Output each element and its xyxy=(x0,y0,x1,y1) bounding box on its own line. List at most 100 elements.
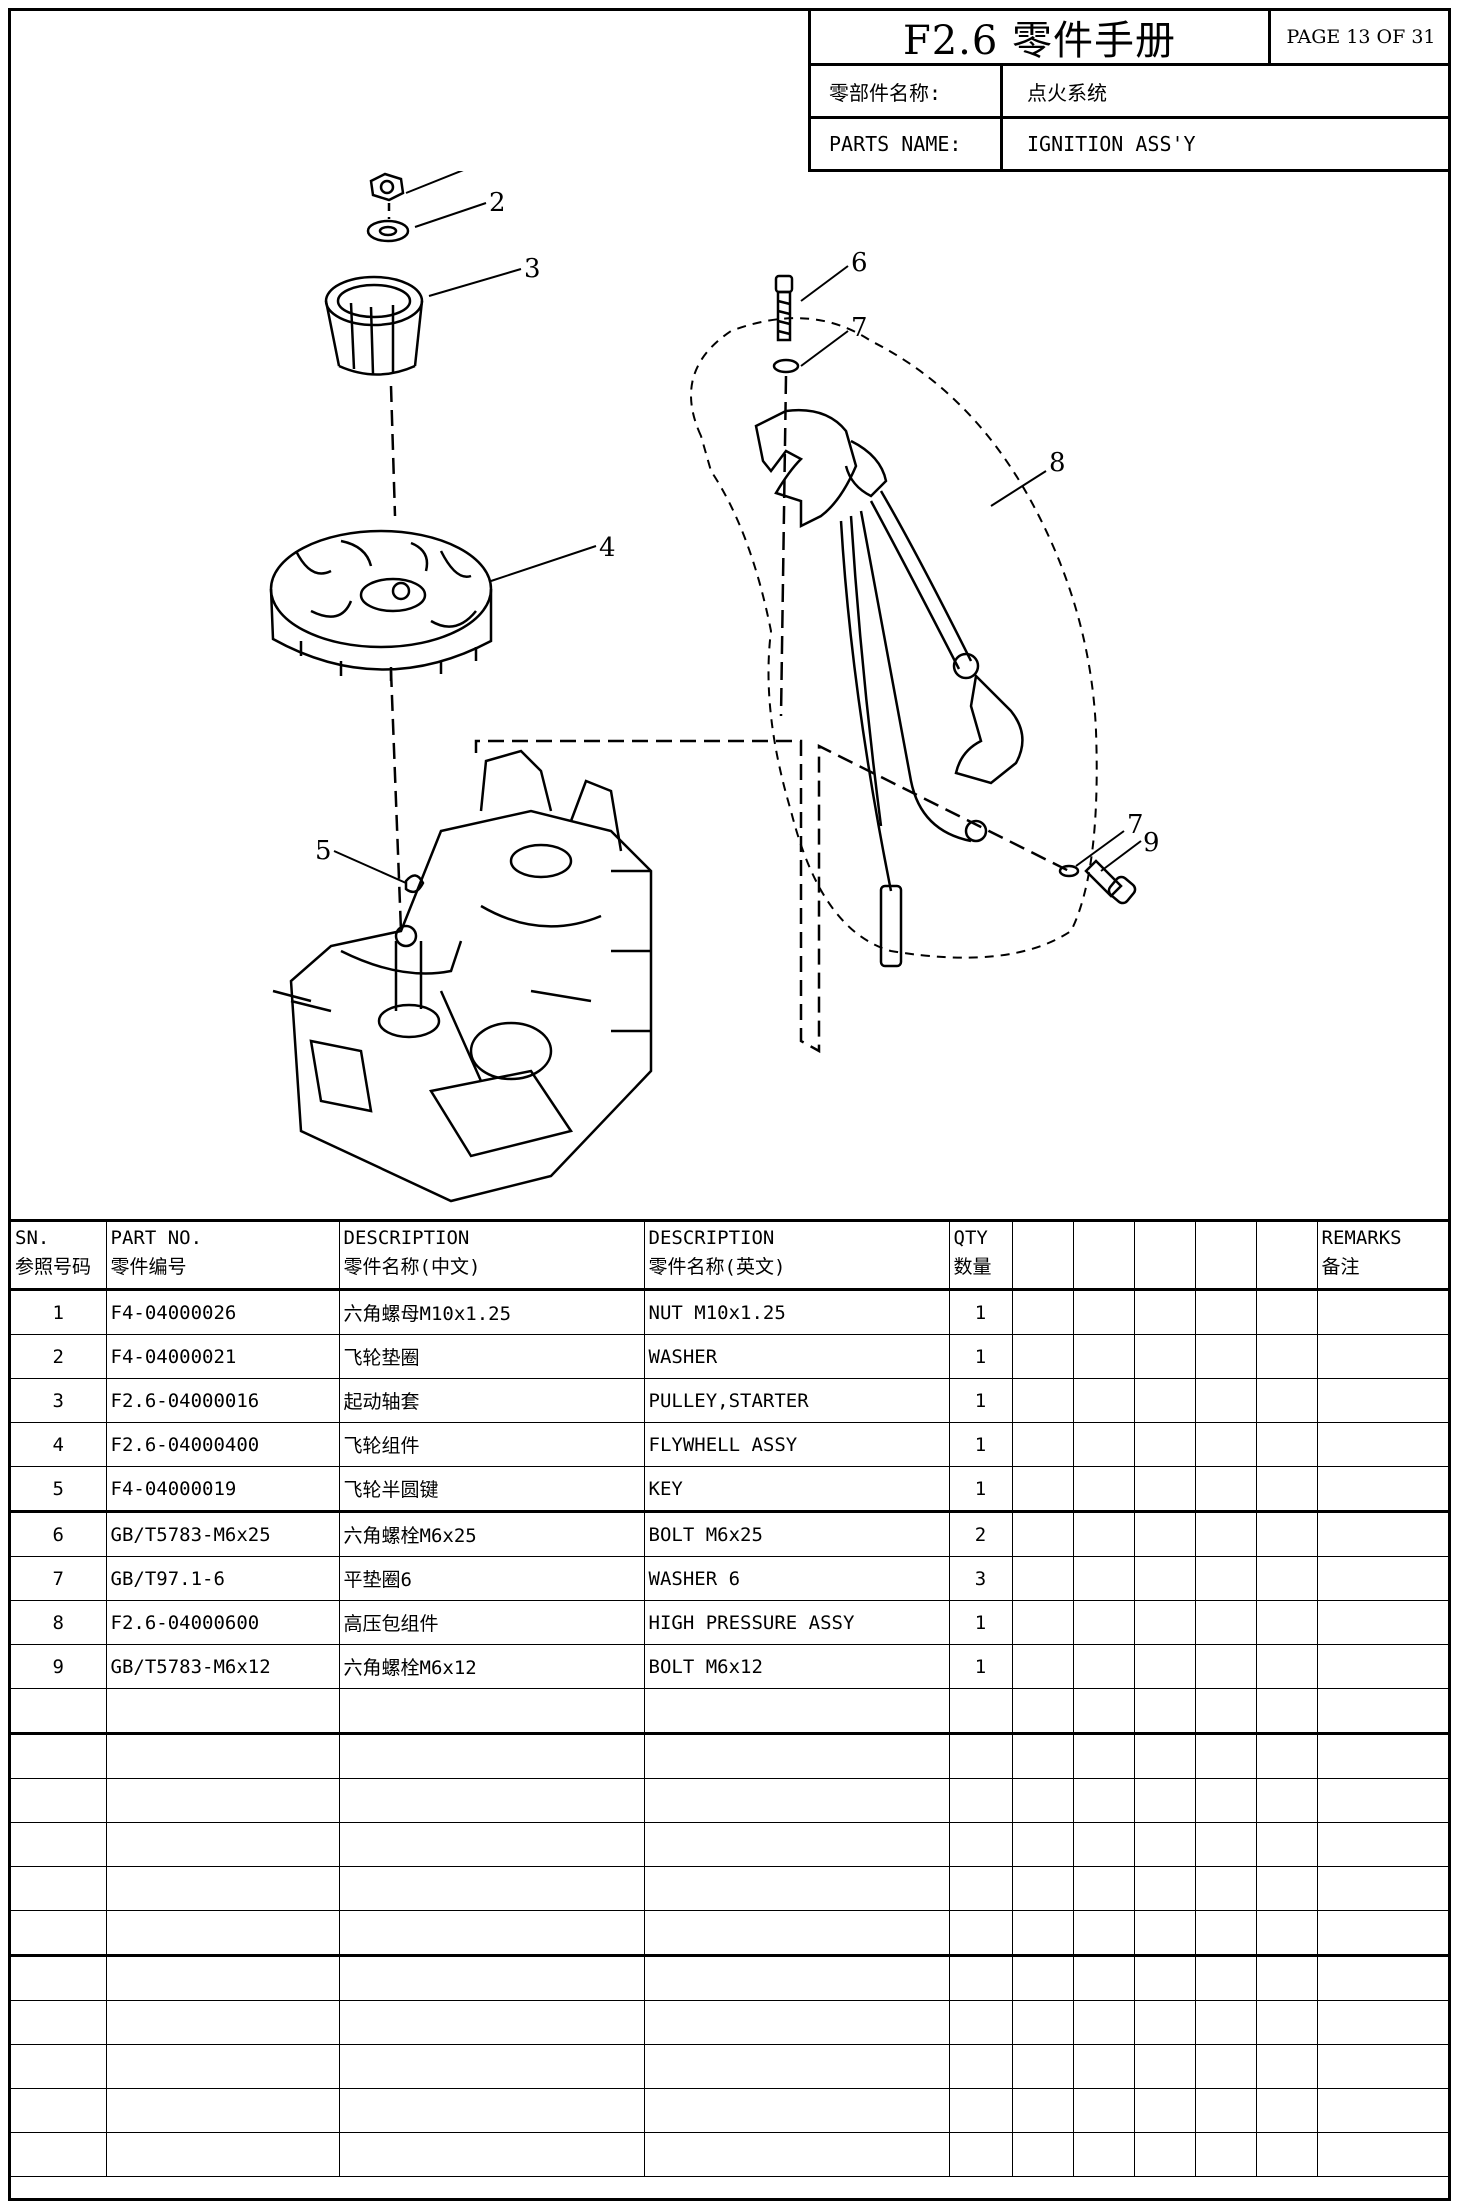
empty-table-row xyxy=(11,2088,1448,2133)
blank-cell xyxy=(1194,1600,1257,1645)
empty-table-row xyxy=(11,2132,1448,2177)
part-no-cell: F2.6-04000600 xyxy=(105,1600,340,1645)
blank-cell xyxy=(1255,1688,1318,1735)
blank-cell xyxy=(1011,1600,1074,1645)
remarks-cell xyxy=(1316,1822,1448,1867)
header-blank-2 xyxy=(1072,1219,1135,1291)
qty-cell xyxy=(948,1822,1013,1867)
remarks-cell xyxy=(1316,2000,1448,2045)
blank-cell xyxy=(1194,1910,1257,1957)
blank-cell xyxy=(1072,1600,1135,1645)
blank-cell xyxy=(1072,2132,1135,2177)
remarks-cell xyxy=(1316,1466,1448,1513)
blank-cell xyxy=(1072,1778,1135,1823)
blank-cell xyxy=(1133,1955,1196,2001)
blank-cell xyxy=(1072,1866,1135,1911)
blank-cell xyxy=(1011,2088,1074,2133)
callout-1: 1 xyxy=(484,171,501,174)
blank-cell xyxy=(1255,1556,1318,1601)
remarks-cell xyxy=(1316,1866,1448,1911)
blank-cell xyxy=(1011,1334,1074,1379)
blank-cell xyxy=(1194,1866,1257,1911)
remarks-cell xyxy=(1316,2044,1448,2089)
qty-cell: 1 xyxy=(948,1422,1013,1467)
part-no-cell: GB/T5783-M6x12 xyxy=(105,1644,340,1689)
part-no-cell xyxy=(105,2088,340,2133)
sn-cell xyxy=(11,2044,107,2089)
blank-cell xyxy=(1194,1422,1257,1467)
desc-cn-cell: 飞轮组件 xyxy=(338,1422,645,1467)
blank-cell xyxy=(1133,1378,1196,1423)
part-no-cell: F4-04000026 xyxy=(105,1289,340,1335)
blank-cell xyxy=(1133,2088,1196,2133)
callout-8: 8 xyxy=(1049,448,1066,478)
desc-en-cell xyxy=(643,1866,950,1911)
empty-table-row xyxy=(11,1688,1448,1735)
remarks-cell xyxy=(1316,1600,1448,1645)
blank-cell xyxy=(1133,1644,1196,1689)
header-blank-1 xyxy=(1011,1219,1074,1291)
qty-cell xyxy=(948,2088,1013,2133)
blank-cell xyxy=(1011,1778,1074,1823)
blank-cell xyxy=(1194,1688,1257,1735)
callout-4: 4 xyxy=(599,533,616,563)
desc-en-cell: KEY xyxy=(643,1466,950,1513)
desc-cn-cell xyxy=(338,2044,645,2089)
blank-cell xyxy=(1194,1466,1257,1513)
sn-cell: 5 xyxy=(11,1466,107,1513)
qty-cell: 1 xyxy=(948,1600,1013,1645)
blank-cell xyxy=(1255,1644,1318,1689)
qty-cell xyxy=(948,2000,1013,2045)
part-no-cell: GB/T5783-M6x25 xyxy=(105,1511,340,1557)
blank-cell xyxy=(1133,1600,1196,1645)
title-block: F2.6 零件手册 PAGE 13 OF 31 零部件名称: 点火系统 PART… xyxy=(808,11,1451,172)
blank-cell xyxy=(1255,1600,1318,1645)
callout-3: 3 xyxy=(524,254,541,284)
blank-cell xyxy=(1011,1866,1074,1911)
desc-en-cell xyxy=(643,1822,950,1867)
blank-cell xyxy=(1011,1644,1074,1689)
qty-cell: 1 xyxy=(948,1378,1013,1423)
blank-cell xyxy=(1072,1644,1135,1689)
remarks-cell xyxy=(1316,1289,1448,1335)
blank-cell xyxy=(1072,2000,1135,2045)
document-title: F2.6 零件手册 xyxy=(808,11,1268,66)
desc-en-cell xyxy=(643,2088,950,2133)
sn-cell xyxy=(11,1866,107,1911)
part-no-cell xyxy=(105,1866,340,1911)
crankcase-part xyxy=(272,749,653,1203)
callout-leaders xyxy=(333,171,1142,884)
callout-9: 9 xyxy=(1143,828,1160,858)
parts-name-label: PARTS NAME: xyxy=(808,119,1000,172)
blank-cell xyxy=(1011,1511,1074,1557)
blank-cell xyxy=(1194,1778,1257,1823)
callout-5: 5 xyxy=(315,836,332,866)
blank-cell xyxy=(1255,1778,1318,1823)
desc-cn-cell xyxy=(338,1733,645,1779)
blank-cell xyxy=(1133,2000,1196,2045)
empty-table-row xyxy=(11,1822,1448,1867)
callout-7: 7 xyxy=(851,313,868,343)
blank-cell xyxy=(1133,1778,1196,1823)
qty-cell: 1 xyxy=(948,1289,1013,1335)
blank-cell xyxy=(1011,1822,1074,1867)
nut-part xyxy=(369,172,405,202)
blank-cell xyxy=(1194,1378,1257,1423)
blank-cell xyxy=(1194,2132,1257,2177)
blank-cell xyxy=(1255,1378,1318,1423)
sn-cell: 7 xyxy=(11,1556,107,1601)
qty-cell xyxy=(948,2132,1013,2177)
empty-table-row xyxy=(11,2000,1448,2045)
blank-cell xyxy=(1011,1422,1074,1467)
header-blank-3 xyxy=(1133,1219,1196,1291)
sn-cell xyxy=(11,1955,107,2001)
header-sn: SN.参照号码 xyxy=(11,1219,107,1291)
blank-cell xyxy=(1133,2132,1196,2177)
sn-cell xyxy=(11,1733,107,1779)
blank-cell xyxy=(1255,1289,1318,1335)
